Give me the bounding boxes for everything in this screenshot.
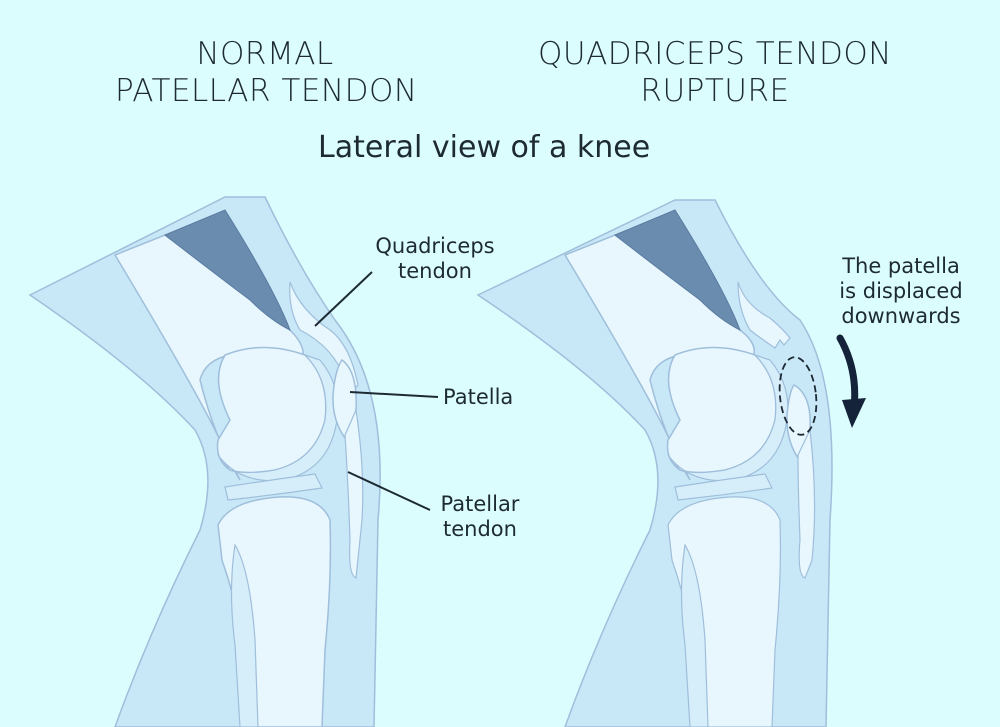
fibula-right	[680, 543, 709, 727]
arrow-head	[842, 398, 866, 428]
label-displacement-note: The patella is displaced downwards	[826, 254, 976, 329]
label-quadriceps-line1: Quadriceps	[375, 234, 495, 258]
downward-arrow-icon	[836, 334, 859, 412]
rupture-dashed-outline	[778, 356, 818, 436]
patellar-tendon-leader	[347, 471, 431, 511]
label-patellar-line2: tendon	[443, 517, 517, 541]
right-title-line2: RUPTURE	[640, 73, 790, 109]
right-title: QUADRICEPS TENDON RUPTURE	[535, 36, 895, 110]
normal-knee-diagram	[28, 196, 439, 727]
fibula	[230, 543, 259, 727]
patella-leader	[349, 391, 439, 398]
patellar-tendon-shape	[344, 407, 364, 579]
meniscus	[224, 473, 323, 501]
quadriceps-muscle	[164, 209, 291, 332]
right-title-line1: QUADRICEPS TENDON	[538, 36, 892, 72]
label-patellar-tendon: Patellar tendon	[410, 492, 550, 542]
note-line3: downwards	[841, 304, 961, 328]
quadriceps-tendon-leader	[314, 271, 373, 327]
ruptured-knee-diagram	[476, 199, 866, 727]
page-subtitle: Lateral view of a knee	[318, 130, 651, 165]
note-line2: is displaced	[839, 279, 963, 303]
quadriceps-muscle-right	[614, 209, 741, 332]
label-quadriceps-line2: tendon	[398, 259, 472, 283]
meniscus-right	[674, 473, 773, 501]
left-title-line2: PATELLAR TENDON	[115, 73, 418, 109]
label-patella: Patella	[443, 385, 514, 409]
label-patellar-line1: Patellar	[440, 492, 520, 516]
left-title: NORMAL PATELLAR TENDON	[115, 36, 418, 110]
patellar-tendon-right	[797, 427, 816, 579]
torn-quadriceps-tendon	[737, 281, 791, 349]
left-title-line1: NORMAL	[196, 36, 334, 72]
note-line1: The patella	[842, 254, 960, 278]
label-quadriceps-tendon: Quadriceps tendon	[360, 234, 510, 284]
